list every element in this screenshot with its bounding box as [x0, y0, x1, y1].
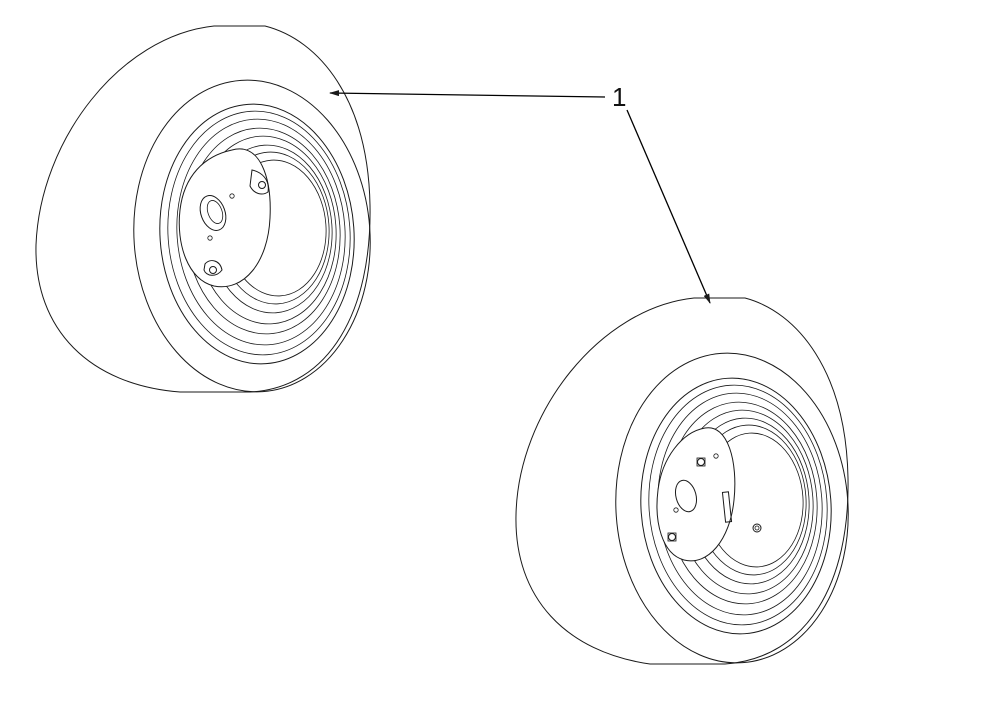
wheel-assembly-left — [35, 25, 371, 393]
lug-nut — [697, 458, 705, 466]
center-bore — [199, 195, 227, 231]
lug-nut — [209, 266, 217, 274]
wheel-assembly-right — [515, 297, 849, 665]
tire-sidewall — [615, 352, 849, 664]
lug-nut — [258, 181, 266, 189]
callout-1: 1 — [329, 82, 711, 304]
leader-line-left — [329, 90, 606, 98]
tire-sidewall — [133, 79, 371, 393]
center-bore — [674, 479, 698, 513]
lug-nut — [668, 533, 676, 541]
lug-nut — [752, 523, 762, 533]
leader-line-right — [626, 109, 711, 304]
rim-outer-bead — [640, 377, 832, 635]
rim-outer-bead — [159, 103, 355, 365]
callout-label: 1 — [612, 82, 626, 112]
